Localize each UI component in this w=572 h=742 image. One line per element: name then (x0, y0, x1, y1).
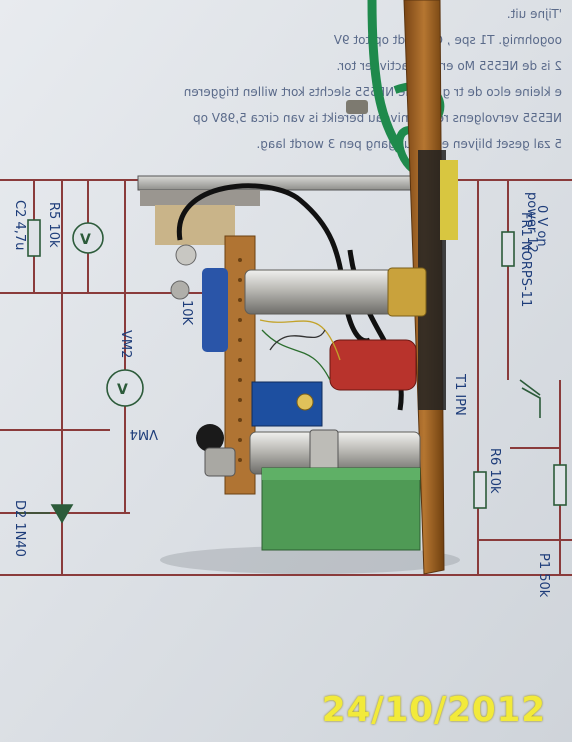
left-nut (204, 447, 236, 477)
metal-bracket (137, 175, 439, 191)
red-capacitor (329, 339, 417, 391)
green-relay (261, 467, 421, 551)
black-wire (176, 183, 372, 344)
label-von: 0 V on (534, 205, 549, 247)
yellow-component (440, 160, 458, 240)
background-text-line: NE555 vervolgens resold niveau bereikt i… (193, 111, 562, 125)
upper-spacer (244, 269, 396, 315)
svg-text:V: V (80, 232, 91, 248)
label-r5: R5 10k (46, 202, 61, 248)
brass-nut (387, 267, 427, 317)
label-vm4: VM4 (130, 426, 158, 441)
assembly-shadow (160, 546, 460, 574)
background-text-line: e kleine elco de tr g van de NE555 slech… (184, 85, 562, 99)
svg-text:V: V (117, 382, 128, 398)
background-text: 'Tijne uit. oogohmig. T1 spe , C5 laadt o… (184, 7, 562, 151)
label-vm2: VM2 (118, 330, 133, 358)
label-t1: T1 IPN (452, 373, 467, 416)
green-wire (367, 0, 404, 153)
washer (170, 280, 190, 300)
green-relay-top (262, 468, 420, 480)
label-p1: P1 50k (536, 553, 551, 598)
nut-top (346, 100, 368, 114)
label-10k: 10K (179, 300, 194, 326)
schematic-glyphs: V V (80, 232, 128, 398)
stripboard-holes (238, 258, 242, 462)
schematic-components (16, 219, 567, 524)
label-d2: D2 1N40 (12, 500, 27, 557)
background-text-line: 2 is de NE555 Mo er puls activeer tor. (336, 59, 562, 73)
label-fr1: FR1 NORPS-11 (518, 212, 533, 307)
black-component (196, 424, 224, 452)
trimmer-screw (296, 393, 314, 411)
screw-head (175, 244, 197, 266)
date-stamp: 24/10/2012 (321, 690, 546, 730)
label-power: power 12 (524, 192, 539, 253)
label-r6: R6 10k (487, 448, 502, 494)
background-text-line: 'Tijne uit. (507, 7, 562, 21)
blue-capacitor (202, 268, 228, 352)
schematic-labels: C2 4,7u R5 10k FR1 NORPS-11 T1 IPN R6 10… (12, 192, 551, 598)
background-text-line: oogohmig. T1 spe , C5 laadt op tot 9V (333, 33, 562, 47)
insulator-block (155, 205, 235, 245)
label-c2: C2 4,7u (12, 200, 27, 250)
thin-wires (259, 319, 341, 381)
